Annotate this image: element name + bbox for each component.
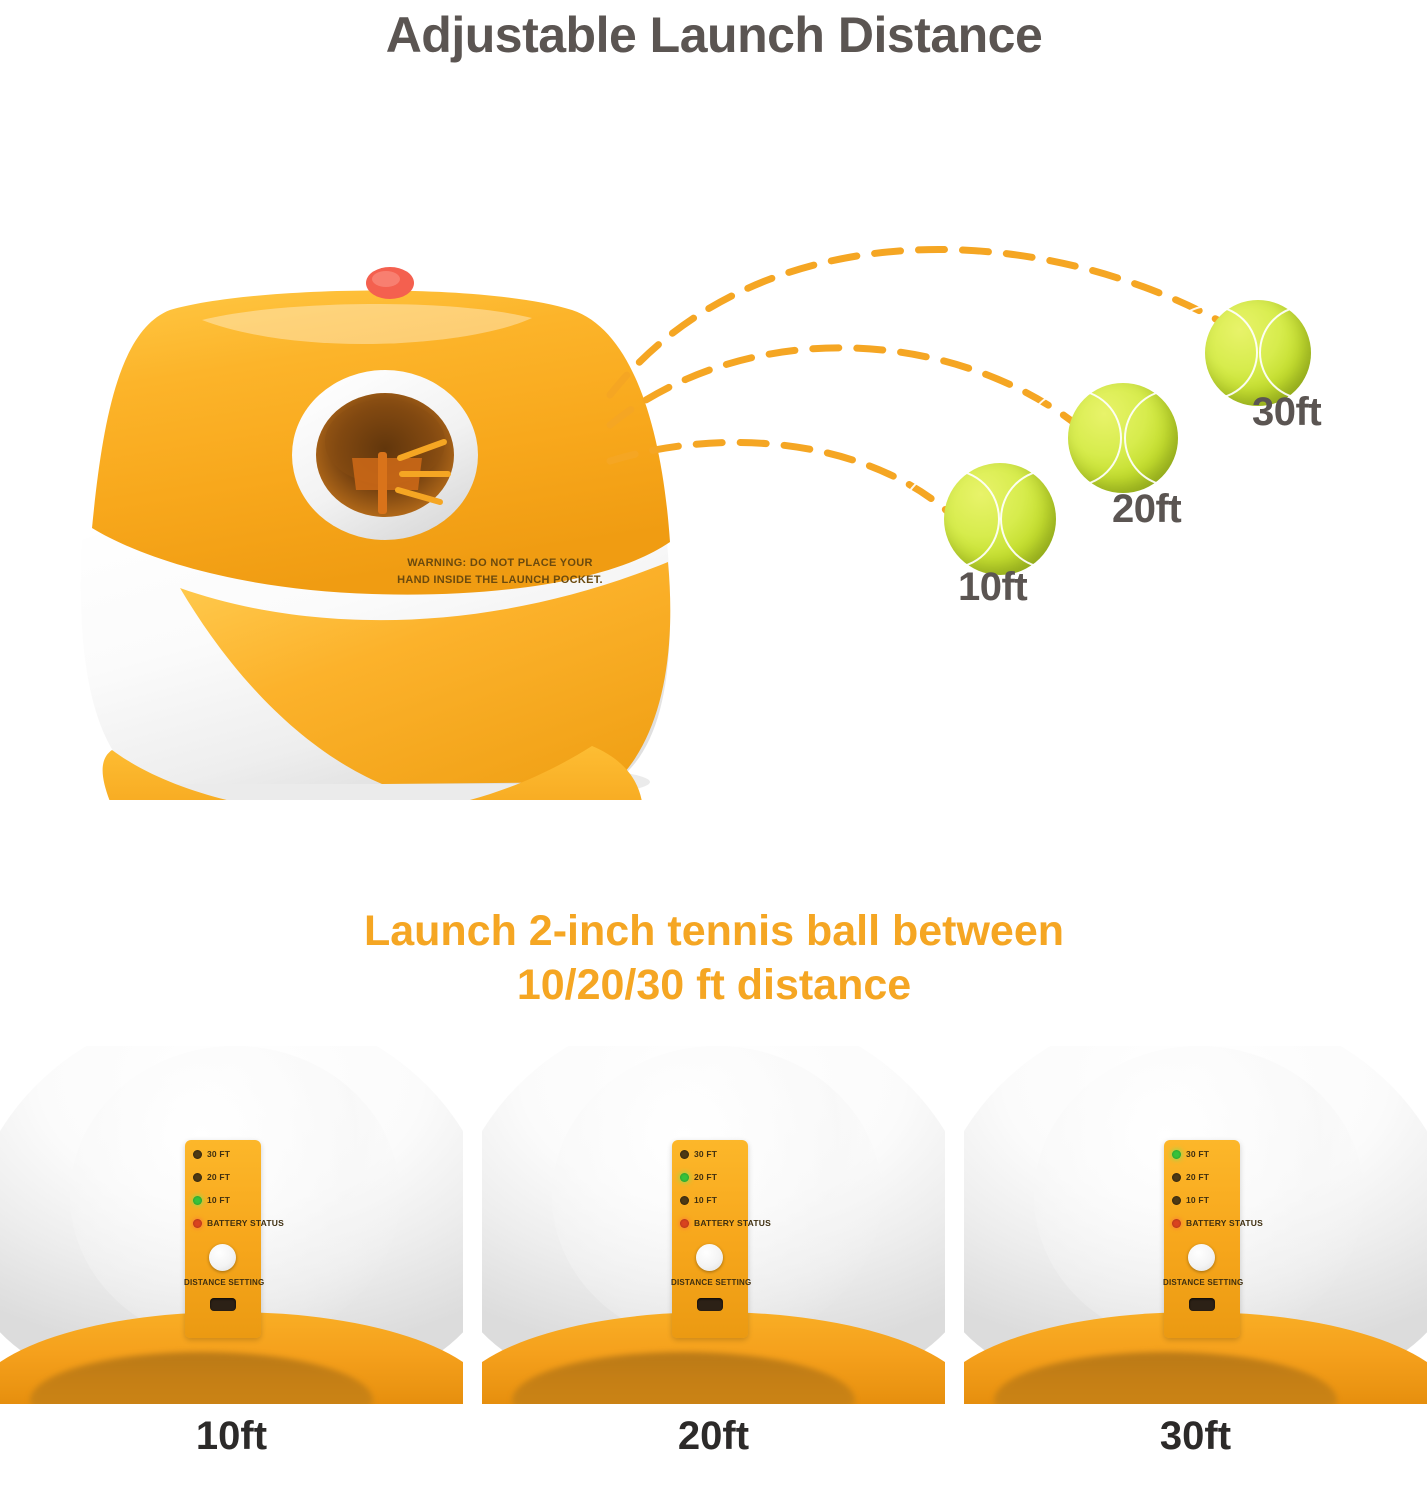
base-inner-shadow <box>994 1352 1337 1404</box>
panel-caption-10ft: 10ft <box>195 1414 268 1458</box>
base-inner-shadow <box>30 1352 373 1404</box>
panel-10ft: 30 FT 20 FT 10 FT BATTERY STATUS DISTANC… <box>0 1046 463 1404</box>
panel-row: 30 FT 20 FT 10 FT BATTERY STATUS DISTANC… <box>0 1046 1428 1500</box>
warning-line-2: HAND INSIDE THE LAUNCH POCKET. <box>397 573 603 586</box>
warning-line-1: WARNING: DO NOT PLACE YOUR <box>407 557 593 569</box>
panel-20ft: 30 FT 20 FT 10 FT BATTERY STATUS DISTANC… <box>482 1046 945 1404</box>
control-strip: 30 FT 20 FT 10 FT BATTERY STATUS DISTANC… <box>184 1140 284 1338</box>
hero-illustration: WARNING: DO NOT PLACE YOUR HAND INSIDE T… <box>0 95 1428 895</box>
led-row-battery: BATTERY STATUS <box>1172 1219 1263 1228</box>
page-title: Adjustable Launch Distance <box>385 7 1043 63</box>
led-row-battery: BATTERY STATUS <box>680 1219 771 1228</box>
led-row-30ft: 30 FT <box>193 1150 230 1159</box>
led-10ft-indicator <box>1172 1196 1181 1205</box>
led-battery-indicator <box>1172 1219 1181 1228</box>
distance-label-10ft: 10ft <box>958 565 1028 609</box>
led-20ft-label: 20 FT <box>694 1172 718 1183</box>
led-row-30ft: 30 FT <box>680 1150 717 1159</box>
tennis-ball-10ft <box>900 463 1100 575</box>
led-battery-label: BATTERY STATUS <box>207 1218 284 1229</box>
led-row-10ft: 10 FT <box>1172 1196 1209 1205</box>
subheadline-line-1: Launch 2-inch tennis ball between <box>363 907 1065 955</box>
control-strip: 30 FT 20 FT 10 FT BATTERY STATUS DISTANC… <box>671 1140 771 1338</box>
led-row-20ft: 20 FT <box>193 1173 230 1182</box>
led-30ft-indicator <box>193 1150 202 1159</box>
led-20ft-indicator <box>680 1173 689 1182</box>
arc-10ft <box>606 439 979 544</box>
led-20ft-label: 20 FT <box>1186 1172 1210 1183</box>
tennis-ball-30ft <box>1163 300 1354 406</box>
led-30ft-label: 30 FT <box>207 1149 231 1160</box>
led-10ft-indicator <box>680 1196 689 1205</box>
led-10ft-label: 10 FT <box>694 1195 718 1206</box>
led-10ft-label: 10 FT <box>207 1195 231 1206</box>
led-row-30ft: 30 FT <box>1172 1150 1209 1159</box>
distance-setting-label: DISTANCE SETTING <box>1163 1278 1244 1287</box>
usb-port <box>697 1298 723 1311</box>
led-row-20ft: 20 FT <box>1172 1173 1209 1182</box>
base-inner-shadow <box>512 1352 855 1404</box>
led-battery-indicator <box>193 1219 202 1228</box>
led-row-battery: BATTERY STATUS <box>193 1219 284 1228</box>
device-warning-text: WARNING: DO NOT PLACE YOUR HAND INSIDE T… <box>370 555 630 588</box>
led-30ft-indicator <box>680 1150 689 1159</box>
panel-caption-30ft: 30ft <box>1159 1414 1232 1458</box>
distance-setting-button[interactable] <box>209 1244 236 1271</box>
tennis-ball-20ft <box>1024 383 1222 493</box>
led-30ft-indicator <box>1172 1150 1181 1159</box>
led-20ft-label: 20 FT <box>207 1172 231 1183</box>
distance-setting-button[interactable] <box>1188 1244 1215 1271</box>
led-20ft-indicator <box>193 1173 202 1182</box>
led-row-20ft: 20 FT <box>680 1173 717 1182</box>
distance-setting-label: DISTANCE SETTING <box>184 1278 265 1287</box>
usb-port <box>1189 1298 1215 1311</box>
panel-caption-20ft: 20ft <box>677 1414 750 1458</box>
usb-port <box>210 1298 236 1311</box>
arc-30ft <box>606 246 1264 399</box>
control-strip: 30 FT 20 FT 10 FT BATTERY STATUS DISTANC… <box>1163 1140 1263 1338</box>
led-row-10ft: 10 FT <box>680 1196 717 1205</box>
subheadline: Launch 2-inch tennis ball between 10/20/… <box>0 905 1428 1013</box>
distance-setting-button[interactable] <box>696 1244 723 1271</box>
led-10ft-label: 10 FT <box>1186 1195 1210 1206</box>
led-10ft-indicator <box>193 1196 202 1205</box>
led-battery-indicator <box>680 1219 689 1228</box>
led-row-10ft: 10 FT <box>193 1196 230 1205</box>
led-battery-label: BATTERY STATUS <box>694 1218 771 1229</box>
subheadline-line-2: 10/20/30 ft distance <box>516 960 912 1009</box>
led-30ft-label: 30 FT <box>694 1149 718 1160</box>
panel-30ft: 30 FT 20 FT 10 FT BATTERY STATUS DISTANC… <box>964 1046 1427 1404</box>
led-30ft-label: 30 FT <box>1186 1149 1210 1160</box>
trajectory-arcs <box>606 246 1264 544</box>
led-20ft-indicator <box>1172 1173 1181 1182</box>
distance-label-30ft: 30ft <box>1252 390 1322 434</box>
led-battery-label: BATTERY STATUS <box>1186 1218 1263 1229</box>
distance-setting-label: DISTANCE SETTING <box>671 1278 752 1287</box>
ball-launcher-device <box>80 267 671 800</box>
distance-label-20ft: 20ft <box>1112 487 1182 531</box>
